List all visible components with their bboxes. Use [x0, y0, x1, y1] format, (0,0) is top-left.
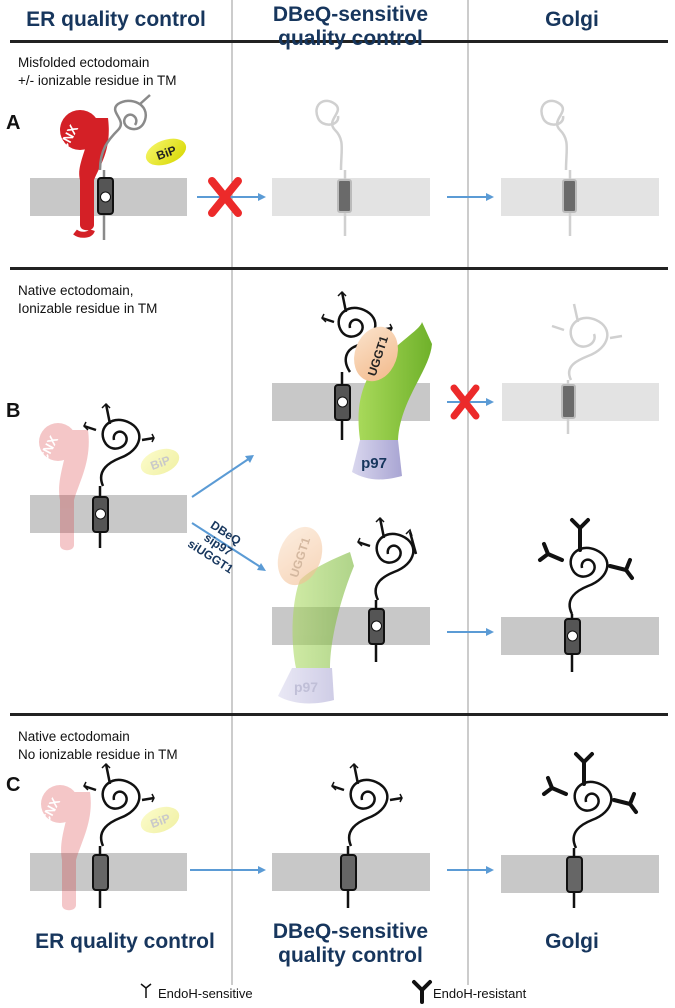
legend-endoh-sensitive: EndoH-sensitive [158, 986, 253, 1001]
tm-domain-c-golgi [566, 856, 583, 893]
cnx-chaperone-c-faded: CNX [37, 785, 91, 911]
misfolded-protein-a-er [98, 94, 151, 240]
footer-golgi: Golgi [545, 930, 599, 953]
arrow-c-to-dbeq [190, 866, 266, 874]
endoh-resistant-icon [412, 980, 432, 1004]
uggt1-b-bottom-faded: UGGT1 [277, 526, 323, 586]
block-arrow-b-top [447, 384, 494, 420]
arrow-c-to-golgi [447, 866, 494, 874]
membrane-a-golgi [501, 178, 659, 216]
panel-c-description: Native ectodomain No ionizable residue i… [18, 728, 178, 764]
panel-a-line2: +/- ionizable residue in TM [18, 73, 177, 88]
tm-charge-b-golgi-bottom [567, 630, 578, 642]
block-arrow-a [197, 177, 266, 217]
panel-b-line1: Native ectodomain, [18, 283, 134, 298]
tm-domain-a-dbeq [337, 179, 352, 213]
legend-endoh-resistant: EndoH-resistant [433, 986, 527, 1001]
panel-letter-a: A [6, 112, 21, 134]
panel-a-line1: Misfolded ectodomain [18, 55, 150, 70]
panel-letter-c: C [6, 774, 21, 796]
panel-a-description: Misfolded ectodomain +/- ionizable resid… [18, 54, 176, 90]
tm-domain-a-golgi [562, 179, 577, 213]
panel-letter-b: B [6, 400, 21, 422]
tm-charge-a-er [100, 191, 111, 203]
p97-body-b-top: p97 [352, 322, 432, 480]
tm-charge-b-er [95, 508, 106, 520]
tm-charge-b-dbeq-top [337, 396, 348, 408]
bip-label-b: BiP [149, 453, 173, 473]
tm-domain-c-dbeq [340, 854, 357, 891]
membrane-b-golgi-top [502, 383, 659, 421]
uggt1-b-top: UGGT1 [354, 326, 398, 382]
header-dbeq-quality-control: DBeQ-sensitive quality control [272, 3, 429, 50]
cnx-chaperone-a: CNX [55, 110, 109, 238]
bip-chaperone-c-faded: BiP [140, 806, 180, 834]
panel-c-line1: Native ectodomain [18, 729, 130, 744]
bip-label-a: BiP [155, 143, 179, 163]
footer-er-quality-control: ER quality control [35, 930, 215, 953]
resistant-glycans-c-golgi [542, 752, 638, 814]
p97-label-b-top: p97 [361, 455, 387, 472]
header-er-quality-control: ER quality control [26, 8, 206, 31]
bip-label-c: BiP [149, 811, 173, 831]
p97-label-b-bottom: p97 [294, 679, 318, 695]
treatments-label: DBeQ sip97 siUGGT1 [185, 518, 243, 576]
endoh-sensitive-icon [140, 983, 152, 998]
arrow-a-to-golgi [447, 193, 494, 201]
tm-charge-b-dbeq-bottom [371, 620, 382, 632]
panel-c-line2: No ionizable residue in TM [18, 747, 178, 762]
rule-bc [10, 713, 668, 716]
cnx-chaperone-b-faded: CNX [35, 423, 89, 551]
panel-b-description: Native ectodomain, Ionizable residue in … [18, 282, 157, 318]
rule-top [10, 40, 668, 43]
arrow-b-to-dbeq-top [191, 455, 254, 498]
rule-ab [10, 267, 668, 270]
p97-body-b-bottom-faded: p97 [278, 552, 354, 704]
panel-b-line2: Ionizable residue in TM [18, 301, 158, 316]
tm-domain-c-er [92, 854, 109, 891]
header-golgi: Golgi [545, 8, 599, 31]
resistant-glycans-b-golgi [538, 518, 634, 580]
arrow-b-bottom-to-golgi [447, 628, 494, 636]
tm-domain-b-golgi-top [561, 384, 576, 419]
bip-chaperone-b-faded: BiP [140, 448, 180, 476]
arrow-b-to-dbeq-bottom [191, 522, 266, 571]
footer-dbeq-quality-control: DBeQ-sensitive quality control [272, 920, 429, 967]
bip-chaperone-a: BiP [145, 138, 187, 166]
